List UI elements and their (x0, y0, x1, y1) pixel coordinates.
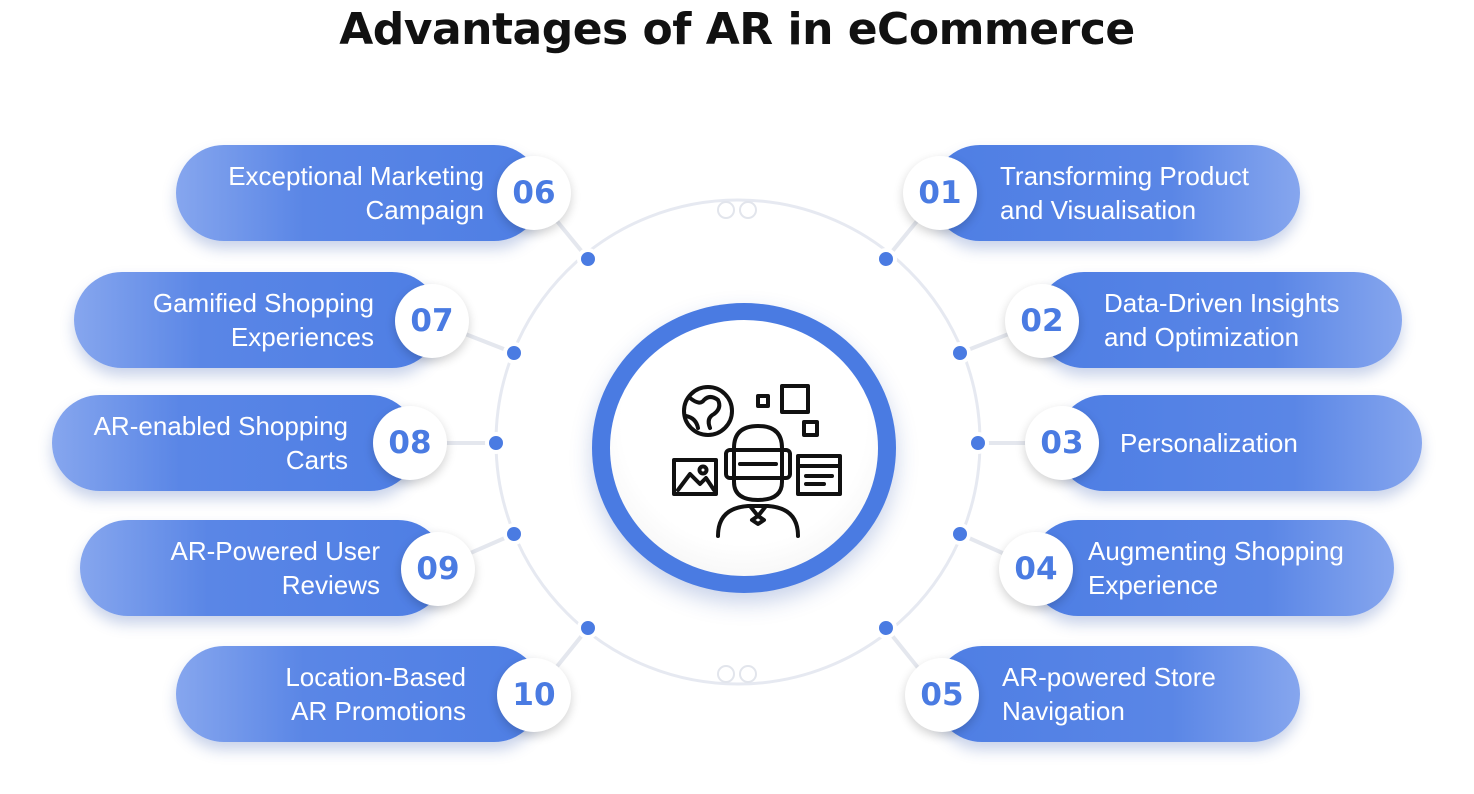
ring-dot (577, 617, 599, 639)
vr-headset-person-icon (672, 384, 842, 538)
ring-dot (949, 342, 971, 364)
number-badge-02: 02 (1005, 284, 1079, 358)
number-badge-10: 10 (497, 658, 571, 732)
ring-dot (503, 342, 525, 364)
ring-dot (485, 432, 507, 454)
advantage-line2: Navigation (1002, 696, 1125, 726)
number-badge-08: 08 (373, 406, 447, 480)
number-badge-05: 05 (905, 658, 979, 732)
number-badge-06: 06 (497, 156, 571, 230)
advantage-10: Location-Based AR Promotions (176, 646, 542, 742)
advantage-line2: Experiences (230, 322, 374, 352)
advantage-line1: Transforming Product (1000, 161, 1250, 191)
advantage-line1: Gamified Shopping (152, 288, 374, 318)
advantage-line1: AR-enabled Shopping (93, 411, 348, 441)
ring-dot (577, 248, 599, 270)
center-hub (592, 303, 896, 593)
ring-dot (875, 617, 897, 639)
advantage-line1: AR-powered Store (1002, 662, 1216, 692)
ring-dot (503, 523, 525, 545)
advantage-01: Transforming Product and Visualisation (932, 145, 1300, 241)
advantage-line2: and Visualisation (1000, 195, 1197, 225)
advantage-line2: Reviews (281, 570, 380, 600)
advantage-line2: AR Promotions (291, 696, 466, 726)
ring-dot (875, 248, 897, 270)
number-badge-09: 09 (401, 532, 475, 606)
advantage-02: Data-Driven Insights and Optimization (1036, 272, 1402, 368)
advantage-line1: Data-Driven Insights (1104, 288, 1340, 318)
advantage-line2: Experience (1088, 570, 1219, 600)
advantage-line2: Carts (285, 445, 348, 475)
number-badge-03: 03 (1025, 406, 1099, 480)
number-badge-04: 04 (999, 532, 1073, 606)
advantage-line1: Exceptional Marketing (228, 161, 484, 191)
advantage-line1: AR-Powered User (170, 536, 380, 566)
number-badge-01: 01 (903, 156, 977, 230)
advantage-line1: Personalization (1120, 428, 1298, 458)
advantage-line1: Augmenting Shopping (1088, 536, 1344, 566)
advantage-03: Personalization (1056, 395, 1422, 491)
number-badge-07: 07 (395, 284, 469, 358)
advantage-line1: Location-Based (285, 662, 466, 692)
ring-dot (949, 523, 971, 545)
page-title: Advantages of AR in eCommerce (339, 4, 1135, 55)
advantage-line2: and Optimization (1104, 322, 1300, 352)
ring-dot (967, 432, 989, 454)
advantage-line2: Campaign (365, 195, 484, 225)
